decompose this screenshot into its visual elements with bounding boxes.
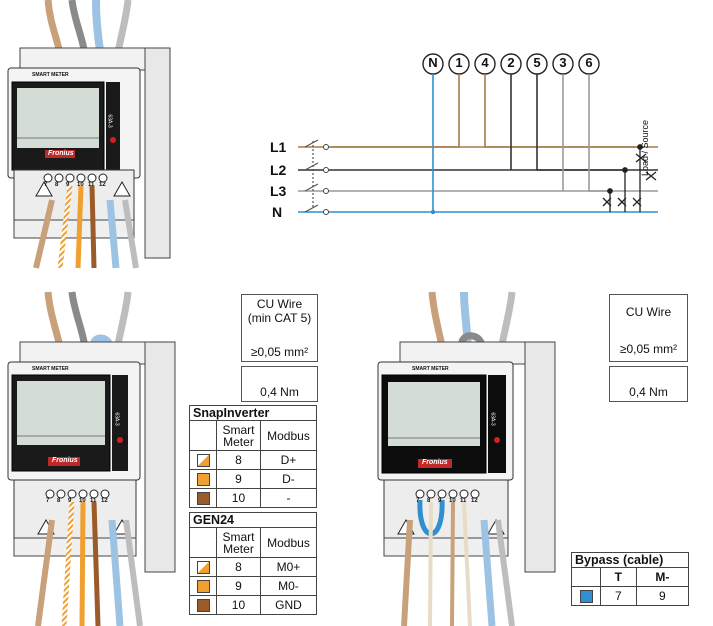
wire-spec-subtitle: (min CAT 5) [247,311,312,325]
col-modbus: Modbus [259,420,318,451]
torque-box-right: 0,4 Nm [609,366,688,402]
torque-box-left: 0,4 Nm [241,366,318,402]
wire-spec-box-left: CU Wire (min CAT 5) ≥0,05 mm² [241,294,318,362]
color-swatch [196,454,210,468]
wire-spec-box-right: CU Wire ≥0,05 mm² [609,294,688,362]
meter-1-brand: Fronius [48,150,74,157]
table-row: 8 D+ [189,450,318,470]
line-label-n: N [272,204,283,220]
color-swatch [196,599,210,613]
table-row: 10 - [189,488,318,508]
col-t: T [600,567,637,587]
color-swatch [579,590,593,604]
table-row: 7 9 [571,586,690,606]
color-swatch [196,561,210,575]
meter-1-model: 63A-3 [106,114,113,128]
meter-2-brand: Fronius [52,457,78,464]
table-row: 9 M0- [189,576,318,596]
smart-meter-1 [7,0,171,269]
meter-2-model: 63A-3 [113,412,120,426]
meter-3-model: 63A-3 [489,412,496,426]
terminal-row [422,53,600,75]
smart-meter-3 [377,291,556,626]
color-swatch [196,492,210,506]
col-modbus: Modbus [259,527,318,558]
snapinverter-title: SnapInverter [189,405,317,421]
bypass-title: Bypass (cable) [571,552,689,568]
meter-2-label: SMART METER [32,366,69,372]
table-row: 10 GND [189,595,318,615]
gen24-title: GEN24 [189,512,317,528]
table-row: 9 D- [189,469,318,489]
color-swatch [196,580,210,594]
wire-spec-title-right: CU Wire [625,305,672,319]
line-label-l1: L1 [270,139,287,155]
meter-3-brand: Fronius [422,459,448,466]
meter-1-label: SMART METER [32,72,69,78]
wiring-schematic [298,53,658,215]
bypass-table: Bypass (cable) T M- 7 9 [571,552,690,606]
color-swatch [196,473,210,487]
wire-spec-cross-section-right: ≥0,05 mm² [619,342,678,356]
torque-value-right: 0,4 Nm [629,385,668,399]
line-label-l2: L2 [270,162,287,178]
smart-meter-2 [7,291,176,626]
meter-3-label: SMART METER [412,366,449,372]
wire-spec-cross-section: ≥0,05 mm² [250,345,309,359]
wire-spec-title: CU Wire [256,297,303,311]
line-label-l3: L3 [270,183,287,199]
table-row: 8 M0+ [189,557,318,577]
col-m: M- [635,567,690,587]
torque-value: 0,4 Nm [260,385,299,399]
load-source-label: Load / Source [640,119,650,176]
